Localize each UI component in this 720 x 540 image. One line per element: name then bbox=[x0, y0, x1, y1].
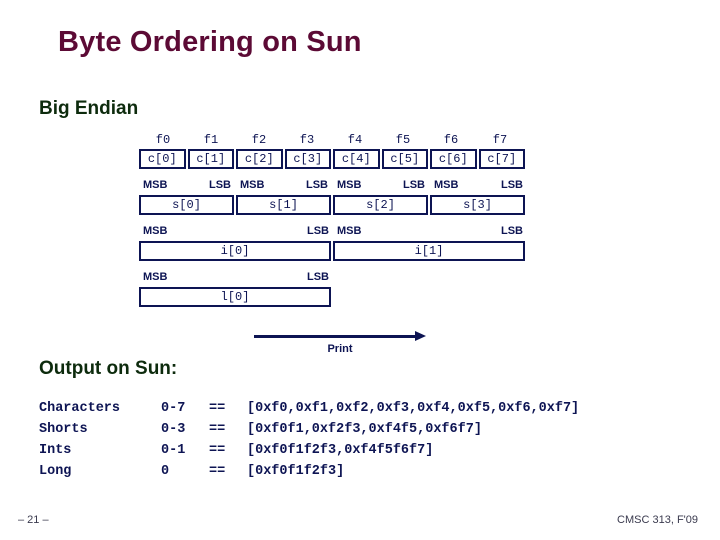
output-type-characters: Characters bbox=[39, 401, 121, 416]
output-range-ints: 0-1 bbox=[161, 443, 186, 458]
short-tick-row: MSB LSB MSB LSB MSB LSB MSB LSB bbox=[139, 179, 525, 195]
long-msb-0: MSB bbox=[143, 271, 168, 283]
output-row: Long 0 == [0xf0f1f2f3] bbox=[39, 461, 579, 482]
output-value-characters: [0xf0,0xf1,0xf2,0xf3,0xf4,0xf5,0xf6,0xf7… bbox=[247, 401, 580, 416]
output-listing: Characters 0-7 == [0xf0,0xf1,0xf2,0xf3,0… bbox=[39, 398, 579, 482]
diagram-spacer-3 bbox=[139, 261, 525, 271]
short-msb-0: MSB bbox=[143, 179, 168, 191]
output-eq-long: == bbox=[209, 464, 226, 479]
short-msb-2: MSB bbox=[337, 179, 362, 191]
short-lsb-0: LSB bbox=[209, 179, 231, 191]
output-value-long: [0xf0f1f2f3] bbox=[247, 464, 345, 479]
char-cell-1: c[1] bbox=[187, 149, 234, 169]
char-cell-4: c[4] bbox=[333, 149, 380, 169]
short-cell-row: s[0] s[1] s[2] s[3] bbox=[139, 195, 525, 215]
byte-label-f7: f7 bbox=[492, 133, 508, 147]
output-row: Characters 0-7 == [0xf0,0xf1,0xf2,0xf3,0… bbox=[39, 398, 579, 419]
short-lsb-3: LSB bbox=[501, 179, 523, 191]
output-value-shorts: [0xf0f1,0xf2f3,0xf4f5,0xf6f7] bbox=[247, 422, 482, 437]
page-title: Byte Ordering on Sun bbox=[58, 26, 362, 58]
output-value-ints: [0xf0f1f2f3,0xf4f5f6f7] bbox=[247, 443, 434, 458]
char-cell-0: c[0] bbox=[139, 149, 186, 169]
output-range-characters: 0-7 bbox=[161, 401, 186, 416]
short-cell-3: s[3] bbox=[430, 195, 525, 215]
byte-label-f2: f2 bbox=[251, 133, 267, 147]
int-tick-row: MSB LSB MSB LSB bbox=[139, 225, 525, 241]
diagram-spacer-1 bbox=[139, 169, 525, 179]
char-cell-row: c[0] c[1] c[2] c[3] c[4] c[5] c[6] c[7] bbox=[139, 149, 525, 169]
byte-label-f0: f0 bbox=[155, 133, 171, 147]
footer-page-number: – 21 – bbox=[18, 514, 49, 526]
byte-label-row: f0 f1 f2 f3 f4 f5 f6 f7 bbox=[139, 133, 525, 149]
output-type-ints: Ints bbox=[39, 443, 72, 458]
byte-label-f4: f4 bbox=[347, 133, 363, 147]
output-row: Ints 0-1 == [0xf0f1f2f3,0xf4f5f6f7] bbox=[39, 440, 579, 461]
short-cell-0: s[0] bbox=[139, 195, 234, 215]
output-range-shorts: 0-3 bbox=[161, 422, 186, 437]
short-msb-3: MSB bbox=[434, 179, 459, 191]
section-heading-output: Output on Sun: bbox=[39, 358, 178, 379]
output-eq-shorts: == bbox=[209, 422, 226, 437]
char-cell-5: c[5] bbox=[381, 149, 428, 169]
byte-label-f6: f6 bbox=[443, 133, 459, 147]
int-lsb-1: LSB bbox=[501, 225, 523, 237]
int-msb-1: MSB bbox=[337, 225, 362, 237]
print-arrow-line bbox=[254, 335, 417, 338]
print-arrow-label: Print bbox=[327, 343, 353, 355]
int-cell-1: i[1] bbox=[333, 241, 525, 261]
byte-label-f3: f3 bbox=[299, 133, 315, 147]
int-cell-0: i[0] bbox=[139, 241, 331, 261]
int-msb-0: MSB bbox=[143, 225, 168, 237]
output-eq-ints: == bbox=[209, 443, 226, 458]
char-cell-3: c[3] bbox=[284, 149, 331, 169]
output-type-shorts: Shorts bbox=[39, 422, 88, 437]
byte-label-f5: f5 bbox=[395, 133, 411, 147]
footer-course-label: CMSC 313, F'09 bbox=[617, 514, 698, 526]
arrow-right-icon bbox=[415, 331, 426, 341]
short-lsb-1: LSB bbox=[306, 179, 328, 191]
short-cell-2: s[2] bbox=[333, 195, 428, 215]
output-eq-characters: == bbox=[209, 401, 226, 416]
short-lsb-2: LSB bbox=[403, 179, 425, 191]
byte-label-f1: f1 bbox=[203, 133, 219, 147]
int-lsb-0: LSB bbox=[307, 225, 329, 237]
short-cell-1: s[1] bbox=[236, 195, 331, 215]
output-row: Shorts 0-3 == [0xf0f1,0xf2f3,0xf4f5,0xf6… bbox=[39, 419, 579, 440]
long-cell-0: l[0] bbox=[139, 287, 331, 307]
short-msb-1: MSB bbox=[240, 179, 265, 191]
section-heading-big-endian: Big Endian bbox=[39, 98, 139, 119]
char-cell-7: c[7] bbox=[478, 149, 525, 169]
diagram-spacer-2 bbox=[139, 215, 525, 225]
int-cell-row: i[0] i[1] bbox=[139, 241, 525, 261]
output-type-long: Long bbox=[39, 464, 72, 479]
char-cell-6: c[6] bbox=[430, 149, 477, 169]
long-cell-row: l[0] bbox=[139, 287, 525, 307]
long-lsb-0: LSB bbox=[307, 271, 329, 283]
long-tick-row: MSB LSB bbox=[139, 271, 525, 287]
char-cell-2: c[2] bbox=[236, 149, 283, 169]
output-range-long: 0 bbox=[161, 464, 170, 479]
byte-ordering-diagram: f0 f1 f2 f3 f4 f5 f6 f7 c[0] c[1] c[2] c… bbox=[139, 133, 525, 307]
